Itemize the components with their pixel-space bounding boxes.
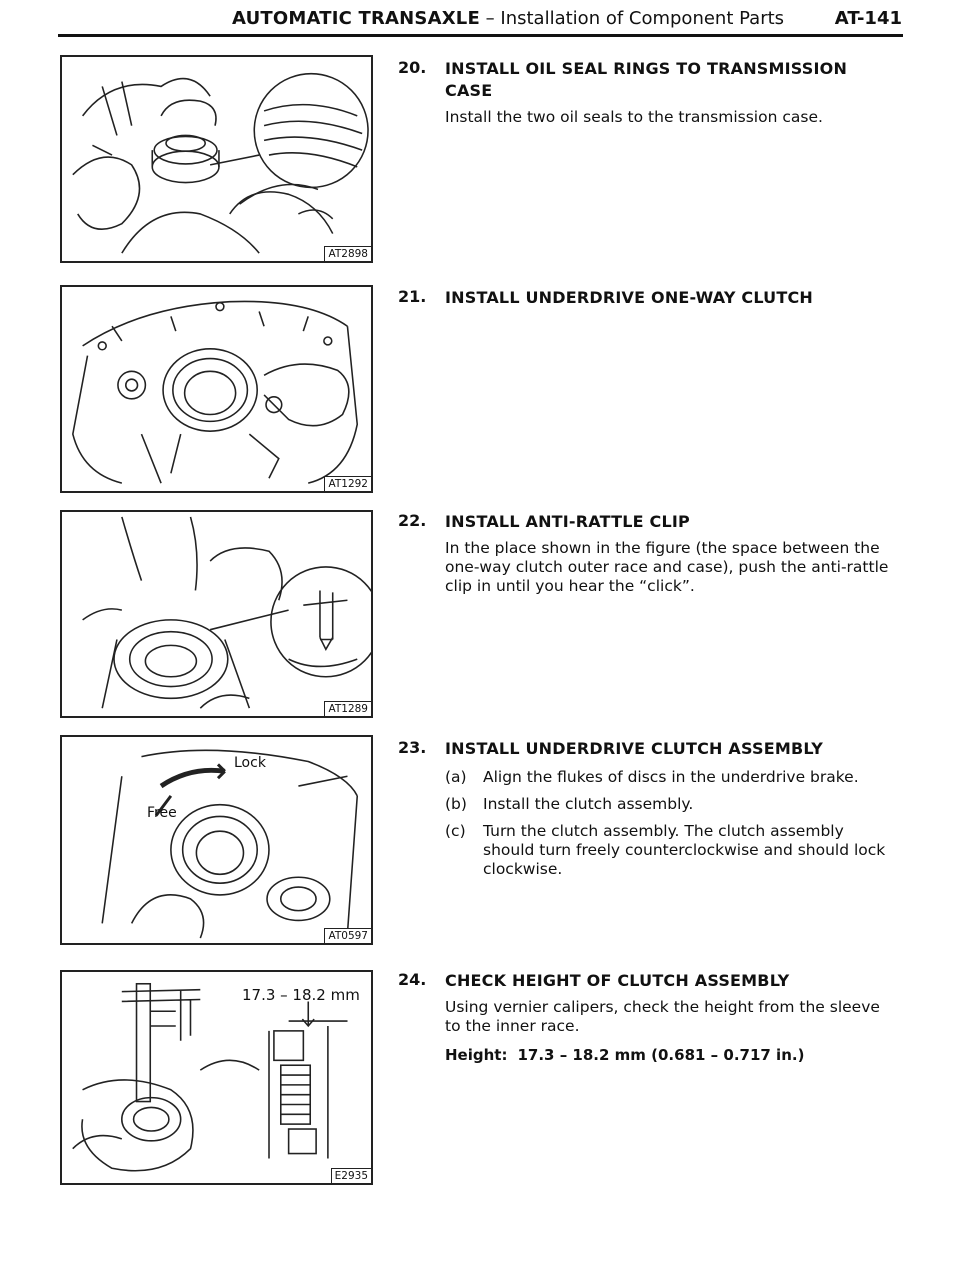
step-heading: INSTALL OIL SEAL RINGS TO TRANSMISSION C… bbox=[445, 59, 848, 100]
step-number: 22. bbox=[398, 511, 427, 530]
step-text: Install the two oil seals to the transmi… bbox=[445, 108, 823, 126]
section-title: Installation of Component Parts bbox=[500, 8, 785, 29]
spec-label: Height: bbox=[445, 1046, 508, 1064]
step-heading: INSTALL UNDERDRIVE CLUTCH ASSEMBLY bbox=[445, 739, 824, 758]
figure-code: AT0597 bbox=[324, 928, 371, 943]
substep-text: Turn the clutch assembly. The clutch ass… bbox=[483, 822, 886, 878]
manual-title: AUTOMATIC TRANSAXLE bbox=[232, 8, 480, 29]
rotation-label-lock: Lock bbox=[234, 755, 266, 771]
header-rule bbox=[58, 34, 903, 37]
step-heading: CHECK HEIGHT OF CLUTCH ASSEMBLY bbox=[445, 971, 790, 990]
step-heading: INSTALL ANTI-RATTLE CLIP bbox=[445, 512, 690, 531]
substep-c: (c) Turn the clutch assembly. The clutch… bbox=[445, 822, 898, 879]
figure-oil-seal-rings: AT2898 bbox=[60, 55, 373, 263]
substep-text: Align the flukes of discs in the underdr… bbox=[483, 768, 859, 786]
underdrive-clutch-illustration bbox=[101, 749, 359, 939]
substep-text: Install the clutch assembly. bbox=[483, 795, 694, 813]
step-number: 24. bbox=[398, 970, 427, 989]
step-number: 21. bbox=[398, 287, 427, 306]
height-spec: Height: 17.3 – 18.2 mm (0.681 – 0.717 in.… bbox=[445, 1046, 898, 1064]
step-text: Using vernier calipers, check the height… bbox=[445, 998, 880, 1035]
figure-clutch-height: 17.3 – 18.2 mm E2935 bbox=[60, 970, 373, 1185]
figure-code: AT1292 bbox=[324, 476, 371, 491]
vernier-caliper-illustration bbox=[72, 982, 348, 1172]
anti-rattle-clip-illustration bbox=[82, 516, 371, 709]
step-24: 24. CHECK HEIGHT OF CLUTCH ASSEMBLY Usin… bbox=[398, 970, 898, 1064]
title-separator: – bbox=[479, 8, 501, 29]
dimension-label: 17.3 – 18.2 mm bbox=[242, 986, 360, 1004]
step-22: 22. INSTALL ANTI-RATTLE CLIP In the plac… bbox=[398, 511, 898, 596]
figure-code: E2935 bbox=[330, 1168, 371, 1183]
spec-value: 17.3 – 18.2 mm (0.681 – 0.717 in.) bbox=[517, 1046, 805, 1064]
step-20: 20. INSTALL OIL SEAL RINGS TO TRANSMISSI… bbox=[398, 58, 898, 127]
oil-seal-illustration bbox=[72, 72, 369, 254]
substep-marker: (c) bbox=[445, 822, 466, 840]
one-way-clutch-illustration bbox=[72, 300, 359, 484]
substep-a: (a) Align the flukes of discs in the und… bbox=[445, 768, 898, 787]
figure-code: AT2898 bbox=[324, 246, 371, 261]
page-number: AT-141 bbox=[834, 8, 902, 29]
substep-marker: (a) bbox=[445, 768, 467, 786]
step-21: 21. INSTALL UNDERDRIVE ONE-WAY CLUTCH bbox=[398, 287, 898, 309]
figure-underdrive-clutch: Lock Free AT0597 bbox=[60, 735, 373, 945]
figure-one-way-clutch: AT1292 bbox=[60, 285, 373, 493]
substep-b: (b) Install the clutch assembly. bbox=[445, 795, 898, 814]
step-heading: INSTALL UNDERDRIVE ONE-WAY CLUTCH bbox=[445, 288, 814, 307]
step-number: 20. bbox=[398, 58, 427, 77]
substep-marker: (b) bbox=[445, 795, 467, 813]
step-number: 23. bbox=[398, 738, 427, 757]
rotation-label-free: Free bbox=[147, 805, 177, 821]
figure-code: AT1289 bbox=[324, 701, 371, 716]
step-23: 23. INSTALL UNDERDRIVE CLUTCH ASSEMBLY (… bbox=[398, 738, 898, 879]
page-header: AUTOMATIC TRANSAXLE – Installation of Co… bbox=[232, 4, 902, 34]
figure-anti-rattle-clip: AT1289 bbox=[60, 510, 373, 718]
step-text: In the place shown in the figure (the sp… bbox=[445, 539, 889, 595]
